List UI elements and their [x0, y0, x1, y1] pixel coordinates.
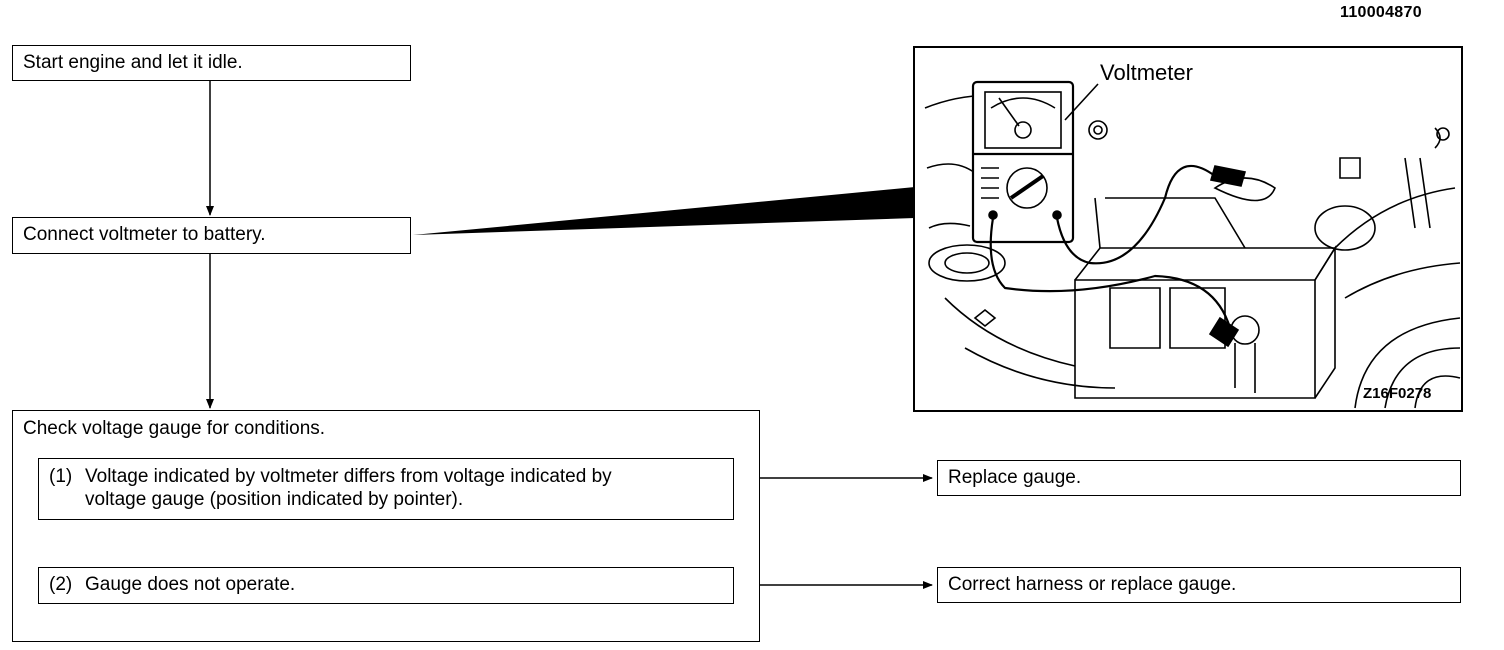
voltmeter-battery-drawing: [924, 80, 1461, 409]
condition-2-box: (2) Gauge does not operate.: [38, 567, 734, 604]
condition-2-text: Gauge does not operate.: [85, 574, 296, 595]
result-correct-harness: Correct harness or replace gauge.: [937, 567, 1461, 603]
condition-1-line1-text: Voltage indicated by voltmeter differs f…: [85, 466, 612, 487]
result-replace-gauge-text: Replace gauge.: [948, 467, 1082, 488]
step-connect-voltmeter-text: Connect voltmeter to battery.: [23, 224, 266, 245]
step-check-gauge: Check voltage gauge for conditions.: [12, 410, 760, 642]
voltmeter-callout-label: Voltmeter: [1100, 60, 1193, 85]
result-replace-gauge: Replace gauge.: [937, 460, 1461, 496]
condition-1-line1: (1) Voltage indicated by voltmeter differ…: [49, 465, 723, 488]
step-connect-voltmeter: Connect voltmeter to battery.: [12, 217, 411, 254]
step-start-engine: Start engine and let it idle.: [12, 45, 411, 81]
step-check-gauge-text: Check voltage gauge for conditions.: [23, 418, 326, 439]
result-correct-harness-text: Correct harness or replace gauge.: [948, 574, 1237, 595]
document-id: 110004870: [1340, 4, 1422, 21]
condition-2-number: (2): [49, 574, 73, 595]
figure-id: Z16F0278: [1363, 385, 1432, 402]
figure-pointer-wedge: [413, 187, 915, 235]
voltmeter-illustration: Voltmeter Z16F0278: [913, 46, 1463, 412]
condition-1-line2: voltage gauge (position indicated by poi…: [85, 489, 464, 510]
step-start-engine-text: Start engine and let it idle.: [23, 52, 243, 73]
condition-1-box: (1) Voltage indicated by voltmeter differ…: [38, 458, 734, 520]
condition-1-number: (1): [49, 466, 73, 487]
